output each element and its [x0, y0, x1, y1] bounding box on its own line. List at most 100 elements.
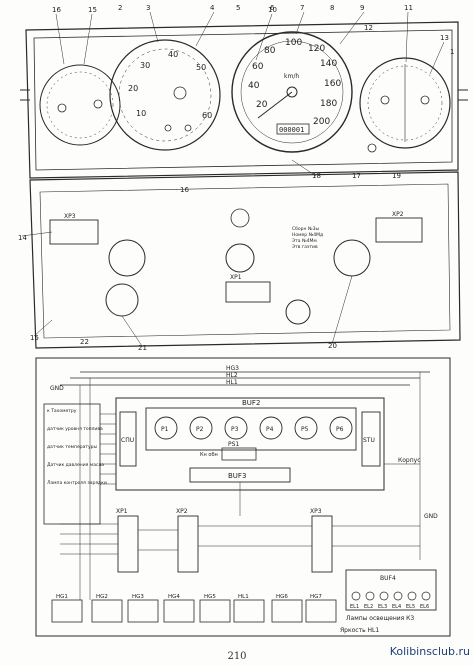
callout-6: 6: [270, 4, 275, 12]
callout-14: 14: [18, 234, 27, 242]
el-lamps: EL1 EL2 EL3 EL4 EL5 EL6: [350, 591, 431, 610]
odometer-readout: 000001: [279, 126, 304, 134]
callout-10: 10: [268, 6, 277, 14]
right-combo-gauge: [359, 57, 451, 153]
pointer-p4: P4: [266, 426, 274, 433]
bus-hl2: HL2: [226, 372, 238, 379]
el4: EL4: [392, 604, 401, 610]
callout-21: 21: [138, 344, 147, 352]
rear-text-1: Сборн №3ы: [292, 226, 319, 232]
page-number: 210: [227, 651, 247, 662]
indicator-row: [51, 599, 337, 623]
callout-9: 9: [360, 4, 364, 12]
callouts: 16 15 2 3 4 5 6 7 8 9 10 11 12 13 14 15 …: [18, 4, 454, 352]
pointer-p6: P6: [336, 426, 344, 433]
cpu-label: СПU: [121, 437, 134, 444]
rear-view: XP3 XP1 XP2 Сборн №3ы Номер №4Мд Эта №4М…: [29, 171, 461, 349]
pointer-p2: P2: [196, 426, 204, 433]
callout-15a: 15: [88, 6, 97, 14]
note-tacho: к Тахометру: [47, 408, 77, 414]
callout-1: 1: [450, 48, 454, 56]
buf2-label: BUF2: [242, 399, 260, 407]
speed-tick-40: 40: [248, 81, 260, 91]
tacho-tick-50: 50: [196, 63, 206, 72]
speed-tick-180: 180: [320, 99, 337, 109]
rear-xp3-label: XP3: [64, 213, 76, 220]
buf4-label: BUF4: [380, 575, 396, 582]
xp2-label: XP2: [176, 508, 188, 515]
callout-16a: 16: [52, 6, 61, 14]
callout-13: 13: [440, 34, 449, 42]
callout-20: 20: [328, 342, 337, 350]
callout-11: 11: [404, 4, 413, 12]
speed-tick-200: 200: [313, 117, 330, 127]
speed-tick-100: 100: [285, 38, 302, 48]
callout-2: 2: [118, 4, 122, 12]
left-small-gauge: [39, 64, 121, 146]
callout-5: 5: [236, 4, 240, 12]
pointer-p3: P3: [231, 426, 239, 433]
speed-tick-20: 20: [256, 100, 268, 110]
speed-tick-160: 160: [324, 79, 341, 89]
note-charge: Лампа контроля зарядки: [47, 480, 107, 486]
tachometer: 10 20 30 40 50 60: [109, 39, 221, 151]
callout-7: 7: [300, 4, 304, 12]
xp3-label: XP3: [310, 508, 322, 515]
korpus-label: Корпус: [398, 457, 421, 464]
callout-17: 17: [352, 172, 361, 180]
tacho-tick-30: 30: [140, 61, 150, 70]
bus-hg3: HG3: [226, 365, 239, 372]
note-fuel: датчик уровня топлива: [47, 427, 103, 432]
tacho-tick-20: 20: [128, 84, 138, 93]
gnd-right: GND: [424, 513, 438, 520]
callout-22: 22: [80, 338, 89, 346]
gnd-left: GND: [50, 385, 64, 392]
speed-tick-80: 80: [264, 46, 276, 56]
callout-3: 3: [146, 4, 150, 12]
callout-8: 8: [330, 4, 334, 12]
hg3: HG3: [132, 594, 144, 600]
tacho-tick-60: 60: [202, 111, 212, 120]
pointer-row: P1 P2 P3 P4 P5 P6: [154, 416, 353, 440]
el6: EL6: [420, 604, 429, 610]
hg7: HG7: [310, 594, 322, 600]
callout-4: 4: [210, 4, 215, 12]
bus-hl1: HL1: [226, 379, 238, 386]
hg1: HG1: [56, 594, 68, 600]
stu-label: STU: [363, 437, 375, 444]
note-temp: датчик температуры: [47, 445, 97, 450]
callout-12: 12: [364, 24, 373, 32]
el2: EL2: [364, 604, 373, 610]
rear-text-2: Номер №4Мд: [292, 232, 323, 238]
ps1-label: PS1: [228, 441, 239, 448]
xp1-label: XP1: [116, 508, 128, 515]
speed-tick-140: 140: [320, 59, 337, 69]
speed-tick-120: 120: [308, 44, 325, 54]
el3: EL3: [378, 604, 387, 610]
callout-16b: 16: [180, 186, 189, 194]
hl1: HL1: [238, 594, 249, 600]
front-view: 10 20 30 40 50 60 20 40 60 80 100 120 14…: [20, 21, 468, 179]
el5: EL5: [406, 604, 415, 610]
pointer-p1: P1: [161, 426, 169, 433]
rear-xp1-label: XP1: [230, 274, 242, 281]
callout-19: 19: [392, 172, 401, 180]
speed-unit: km/h: [284, 73, 299, 80]
callout-15b: 15: [30, 334, 39, 342]
pointer-p5: P5: [301, 426, 309, 433]
buf3-label: BUF3: [228, 472, 246, 480]
speed-tick-60: 60: [252, 62, 264, 72]
callout-18: 18: [312, 172, 321, 180]
el1: EL1: [350, 604, 359, 610]
hg6: HG6: [276, 594, 288, 600]
rear-xp2-label: XP2: [392, 211, 404, 218]
side-notes: к Тахометру датчик уровня топлива датчик…: [47, 408, 107, 486]
note-oil: Датчик давления масла: [47, 462, 104, 468]
hg4: HG4: [168, 594, 180, 600]
indicator-labels: HG1 HG2 HG3 HG4 HG5 HL1 HG6 HG7: [56, 594, 322, 600]
schematic: HG3 HL2 HL1 GND BUF2 P1 P2 P3 P4 P5 P6 С…: [35, 357, 451, 637]
tacho-tick-40: 40: [168, 50, 178, 59]
kn-label: Кн обн: [200, 452, 218, 458]
brightness-caption: Яркость HL1: [340, 627, 379, 634]
